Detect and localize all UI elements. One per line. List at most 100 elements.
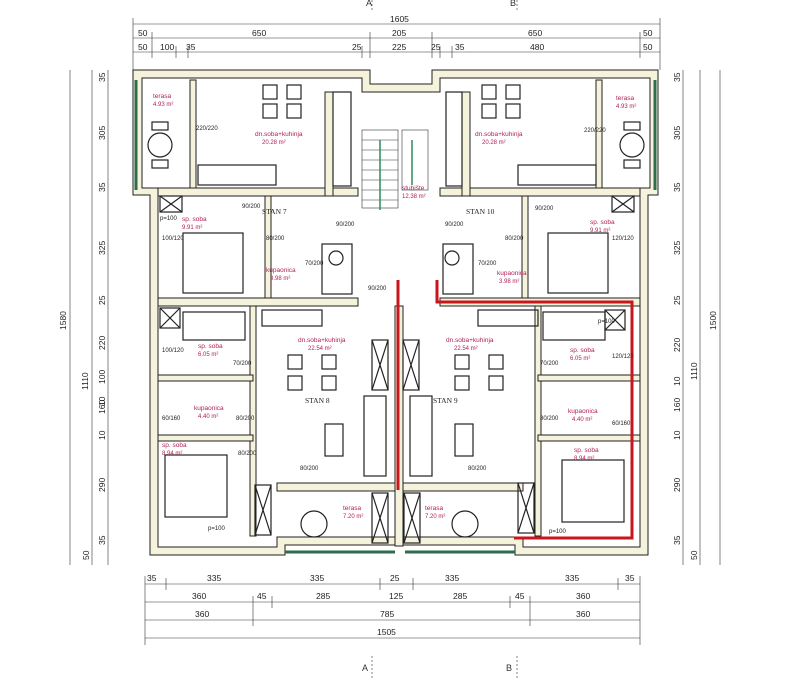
room-area: 8.94 m² xyxy=(162,451,182,457)
top-dim-r2-4: 50 xyxy=(643,28,653,38)
room-name: dn.soba+kuhinja xyxy=(475,131,523,138)
right-dim-inner-1: 305 xyxy=(672,126,682,140)
right-dim-outer-0: 1500 xyxy=(708,311,718,330)
room-name: terasa xyxy=(425,505,443,512)
bottom-dim-r3-0: 360 xyxy=(195,609,209,619)
room-area: 20.28 m² xyxy=(262,140,286,146)
terrace-table-icon xyxy=(300,510,328,538)
bottom-dim-r1-4: 335 xyxy=(445,573,459,583)
room-name: terasa xyxy=(153,93,171,100)
left-dimension-lines: 1580 1110 35 305 35 325 25 220 100 10 16… xyxy=(58,70,109,565)
door-label: 60/160 xyxy=(612,421,631,427)
section-mark-b-bottom: B xyxy=(506,663,512,673)
left-dim-inner-9: 10 xyxy=(97,430,107,440)
bed-icon xyxy=(561,459,625,523)
door-label: 90/200 xyxy=(535,206,554,212)
door-label: p=100 xyxy=(208,526,226,532)
door-label: 60/160 xyxy=(162,416,181,422)
sofa-icon xyxy=(363,395,387,477)
door-label: 100/120 xyxy=(162,348,184,354)
bottom-dim-r2-0: 360 xyxy=(192,591,206,601)
room-name: stubište xyxy=(402,185,425,192)
room-area: 4.93 m² xyxy=(153,102,173,108)
top-dim-r2-2: 205 xyxy=(392,28,406,38)
room-area: 3.98 m² xyxy=(499,279,519,285)
bottom-dim-r1-6: 35 xyxy=(625,573,635,583)
sofa-icon xyxy=(409,395,433,477)
bottom-dim-r2-5: 45 xyxy=(515,591,525,601)
door-labels: 90/200 80/200 70/200 90/200 80/200 70/20… xyxy=(160,126,634,535)
bottom-dim-r2-1: 45 xyxy=(257,591,267,601)
bottom-dimension-lines: 35 335 335 25 335 335 35 360 45 285 125 … xyxy=(144,573,641,645)
unit-label-stan-10: STAN 10 xyxy=(466,207,495,216)
room-name: sp. soba xyxy=(182,216,207,223)
room-area: 22.54 m² xyxy=(454,346,478,352)
left-dim-inner-3: 325 xyxy=(97,241,107,255)
section-mark-b-top: B xyxy=(510,0,516,8)
door-label: 80/200 xyxy=(505,236,524,242)
room-name: kupaonica xyxy=(194,405,224,412)
unit-label-stan-7: STAN 7 xyxy=(262,207,287,216)
door-label: 80/200 xyxy=(468,466,487,472)
door-label: 70/200 xyxy=(478,261,497,267)
room-area: 3.98 m² xyxy=(270,276,290,282)
room-area: 22.54 m² xyxy=(308,346,332,352)
section-mark-a-top: A xyxy=(366,0,372,8)
unit-label-stan-8: STAN 8 xyxy=(305,396,330,405)
door-label: 120/120 xyxy=(612,236,634,242)
room-name: sp. soba xyxy=(198,343,223,350)
sofa-icon xyxy=(517,164,597,186)
terrace-table-icon xyxy=(451,510,479,538)
unit-labels: STAN 7 STAN 10 STAN 8 STAN 9 xyxy=(262,207,495,405)
bottom-dim-r2-6: 360 xyxy=(576,591,590,601)
room-area: 4.93 m² xyxy=(616,104,636,110)
furniture xyxy=(147,84,645,544)
top-dim-r3-5: 25 xyxy=(431,42,441,52)
bottom-dim-r1-3: 25 xyxy=(390,573,400,583)
door-label: 70/200 xyxy=(540,361,559,367)
section-marks: A B A B xyxy=(362,0,518,679)
right-dim-inner-8: 10 xyxy=(672,430,682,440)
bed-icon xyxy=(182,232,244,294)
room-name: kupaonica xyxy=(568,408,598,415)
right-dim-inner-10: 35 xyxy=(672,535,682,545)
right-dim-inner-9: 290 xyxy=(672,478,682,492)
right-dim-inner-11: 50 xyxy=(689,550,699,560)
room-area: 4.40 m² xyxy=(198,414,218,420)
door-label: 80/200 xyxy=(300,466,319,472)
room-area: 9.91 m² xyxy=(182,225,202,231)
door-label: 100/120 xyxy=(162,236,184,242)
right-dim-inner-4: 25 xyxy=(672,295,682,305)
left-dim-inner-8: 160 xyxy=(97,400,107,414)
top-dim-r3-8: 50 xyxy=(643,42,653,52)
room-name: terasa xyxy=(343,505,361,512)
unit-label-stan-9: STAN 9 xyxy=(433,396,458,405)
section-mark-a-bottom: A xyxy=(362,663,368,673)
building-walls xyxy=(132,69,659,556)
door-label: 80/200 xyxy=(540,416,559,422)
top-dim-r3-7: 480 xyxy=(530,42,544,52)
bottom-dim-total: 1505 xyxy=(377,627,396,637)
room-area: 9.91 m² xyxy=(590,228,610,234)
door-label: 90/200 xyxy=(242,204,261,210)
room-name: kupaonica xyxy=(497,270,527,277)
bed-icon xyxy=(547,232,609,294)
bottom-dim-r2-2: 285 xyxy=(316,591,330,601)
top-dim-r3-2: 35 xyxy=(186,42,196,52)
top-dim-r3-3: 25 xyxy=(352,42,362,52)
door-label: p=100 xyxy=(549,529,567,535)
right-dim-inner-6: 10 xyxy=(672,376,682,386)
top-dim-r2-0: 50 xyxy=(138,28,148,38)
door-label: 220/220 xyxy=(196,126,218,132)
left-dim-inner-11: 35 xyxy=(97,535,107,545)
door-label: p=100 xyxy=(598,319,616,325)
top-dim-r2-1: 650 xyxy=(252,28,266,38)
bottom-dim-r1-5: 335 xyxy=(565,573,579,583)
room-area: 4.40 m² xyxy=(572,417,592,423)
door-label: 90/200 xyxy=(336,222,355,228)
top-dim-r3-0: 50 xyxy=(138,42,148,52)
sofa-icon xyxy=(197,164,277,186)
left-dim-inner-1: 305 xyxy=(97,126,107,140)
bottom-dim-r2-3: 125 xyxy=(389,591,403,601)
